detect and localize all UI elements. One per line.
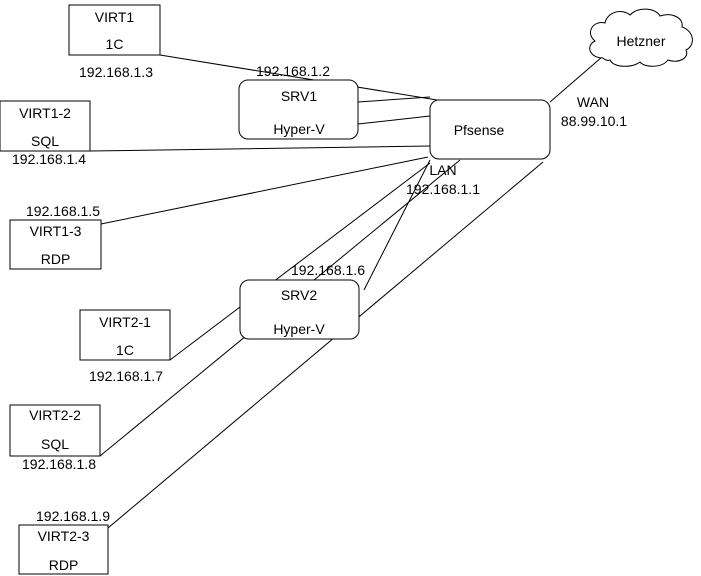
node-ip: 192.168.1.5: [26, 203, 100, 219]
node-name: SRV1: [281, 88, 318, 104]
link-virt2-1-pfsense: [169, 162, 431, 361]
node-name: SRV2: [281, 287, 318, 303]
link-virt1-3-pfsense: [100, 156, 429, 225]
node-role: SQL: [41, 436, 69, 452]
node-ip: 192.168.1.2: [256, 63, 330, 79]
wan-ip: 88.99.10.1: [561, 113, 627, 129]
node-ip: 192.168.1.6: [291, 262, 365, 278]
node-ip: 192.168.1.4: [12, 151, 86, 167]
node-ip: 192.168.1.9: [36, 508, 110, 524]
link-virt2-3-pfsense: [107, 161, 544, 529]
node-role: Hyper-V: [273, 321, 325, 337]
lan-label: LAN: [429, 162, 456, 178]
node-name: Hetzner: [616, 33, 665, 49]
node-srv1: 192.168.1.2 SRV1 Hyper-V: [238, 63, 359, 140]
node-role: Hyper-V: [273, 121, 325, 137]
link-virt1-pfsense: [159, 54, 438, 101]
node-box: [79, 309, 171, 361]
node-box: [238, 79, 359, 140]
node-virt1-3: 192.168.1.5 VIRT1-3 RDP: [9, 203, 102, 270]
connections: [89, 54, 603, 529]
node-name: VIRT1: [95, 9, 135, 25]
node-box: [239, 279, 360, 340]
node-srv2: 192.168.1.6 SRV2 Hyper-V: [239, 262, 365, 340]
wan-label: WAN: [577, 94, 609, 110]
node-name: VIRT2-2: [29, 407, 81, 423]
node-box: [9, 404, 101, 457]
node-virt2-1: VIRT2-1 1C 192.168.1.7: [79, 309, 171, 384]
node-ip: 192.168.1.7: [89, 368, 163, 384]
node-name: VIRT1-3: [30, 223, 82, 239]
node-box: [429, 99, 551, 160]
node-box: [0, 100, 91, 152]
cloud-icon: [589, 8, 693, 67]
link-srv1-pfsense: [357, 96, 431, 103]
node-virt2-3: 192.168.1.9 VIRT2-3 RDP: [18, 508, 110, 575]
link-srv2-pfsense: [363, 159, 431, 291]
link-pfsense-hetzner: [549, 56, 603, 103]
node-box: [18, 524, 109, 575]
node-ip: 192.168.1.3: [79, 64, 153, 80]
node-name: Pfsense: [454, 122, 505, 138]
link-srv1-pfsense-2: [357, 115, 431, 125]
node-virt2-2: VIRT2-2 SQL 192.168.1.8: [9, 404, 101, 472]
node-role: RDP: [49, 557, 79, 573]
node-hetzner: Hetzner: [589, 8, 693, 67]
node-role: SQL: [31, 133, 59, 149]
node-role: 1C: [116, 342, 134, 358]
node-name: VIRT2-1: [99, 314, 151, 330]
node-name: VIRT2-3: [38, 528, 90, 544]
node-role: RDP: [41, 251, 71, 267]
node-box: [9, 219, 102, 270]
node-pfsense: Pfsense LAN 192.168.1.1 WAN 88.99.10.1: [406, 94, 627, 197]
node-role: 1C: [106, 36, 124, 52]
node-name: VIRT1-2: [19, 105, 71, 121]
lan-ip: 192.168.1.1: [406, 181, 480, 197]
link-virt1-2-pfsense: [89, 145, 431, 152]
node-box: [68, 4, 161, 56]
node-ip: 192.168.1.8: [22, 456, 96, 472]
node-virt1-2: VIRT1-2 SQL 192.168.1.4: [0, 100, 91, 167]
node-virt1: VIRT1 1C 192.168.1.3: [68, 4, 161, 80]
